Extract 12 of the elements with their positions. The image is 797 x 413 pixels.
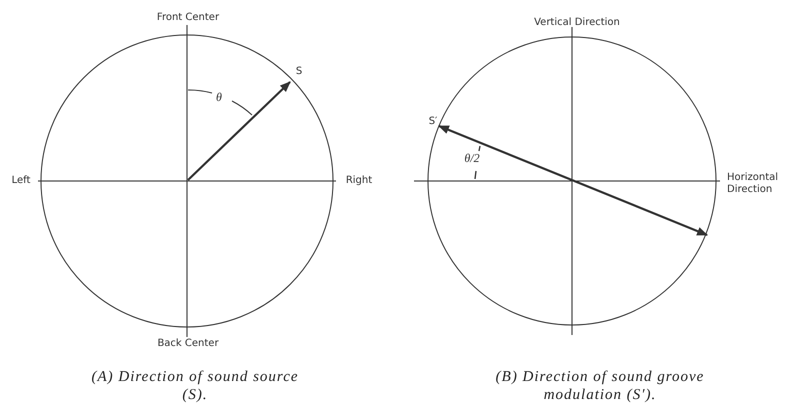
axis-label: Right	[346, 175, 372, 187]
angle-label: θ/2	[464, 150, 480, 166]
axis-label: Vertical Direction	[534, 17, 620, 29]
angle-label: θ	[216, 90, 222, 104]
figure-caption: (A) Direction of sound source (S).	[90, 368, 300, 404]
axis-label: Left	[12, 175, 30, 187]
axis-label: Horizontal Direction	[727, 172, 780, 196]
vector-label: S′	[428, 116, 438, 128]
figure-caption: (B) Direction of sound groove modulation (S′).	[494, 368, 706, 404]
vector-label: S	[296, 66, 302, 78]
axis-label: Back Center	[157, 338, 219, 350]
axis-label: Front Center	[156, 12, 220, 24]
